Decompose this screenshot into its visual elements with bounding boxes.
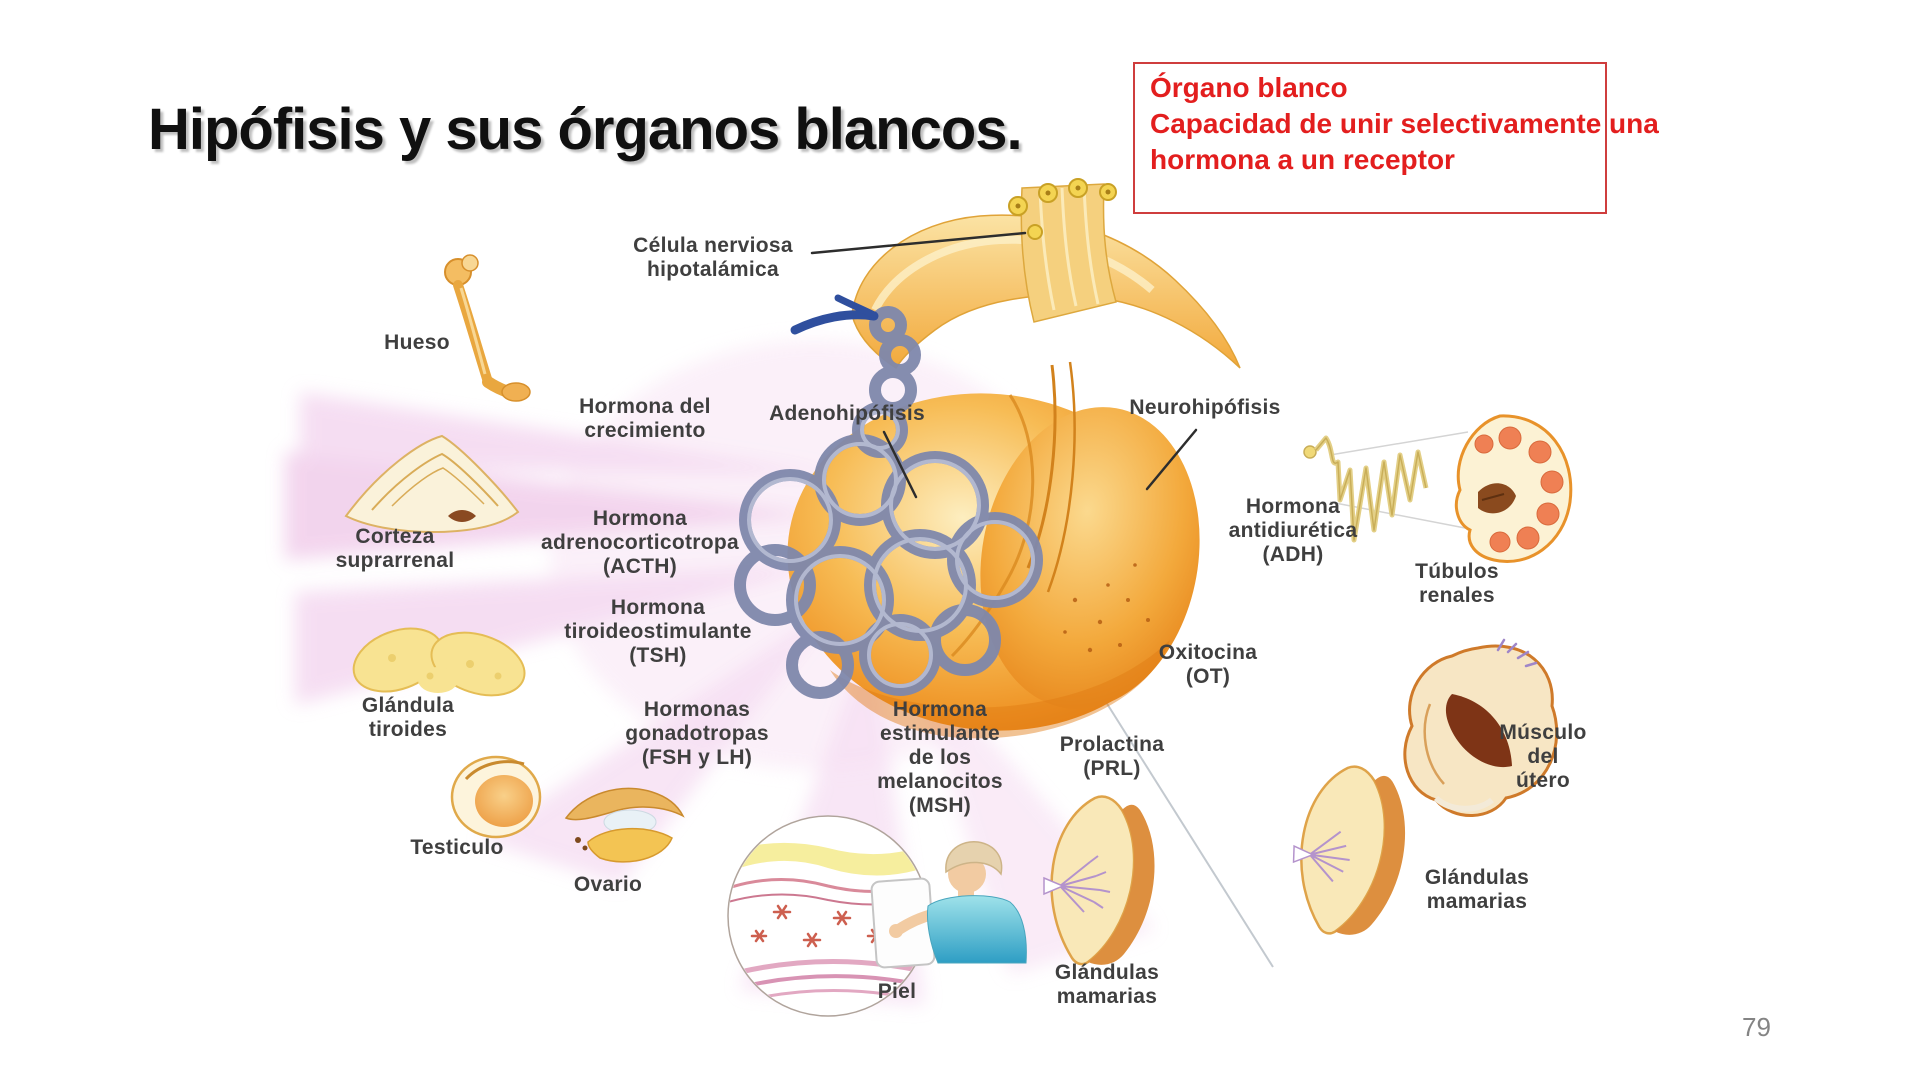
label-ovario: Ovario <box>573 873 643 896</box>
label-oxitocina: Oxitocina(OT) <box>1158 641 1258 688</box>
note-line-3: hormona a un receptor <box>1150 144 1455 175</box>
label-hueso: Hueso <box>384 331 450 354</box>
label-neurohipofisis: Neurohipófisis <box>1129 396 1281 419</box>
page-number: 79 <box>1742 1012 1771 1042</box>
label-adenohipofisis: Adenohipófisis <box>769 402 925 425</box>
note-line-2: Capacidad de unir selectivamente una <box>1150 108 1659 139</box>
note-line-1: Órgano blanco <box>1150 72 1348 103</box>
label-prolactina: Prolactina(PRL) <box>1059 733 1165 780</box>
slide-title: Hipófisis y sus órganos blancos. <box>148 97 1023 162</box>
label-piel: Piel <box>877 980 917 1003</box>
label-testiculo: Testiculo <box>410 836 504 859</box>
organo-blanco-note-box: Órgano blanco Capacidad de unir selectiv… <box>1133 62 1659 214</box>
